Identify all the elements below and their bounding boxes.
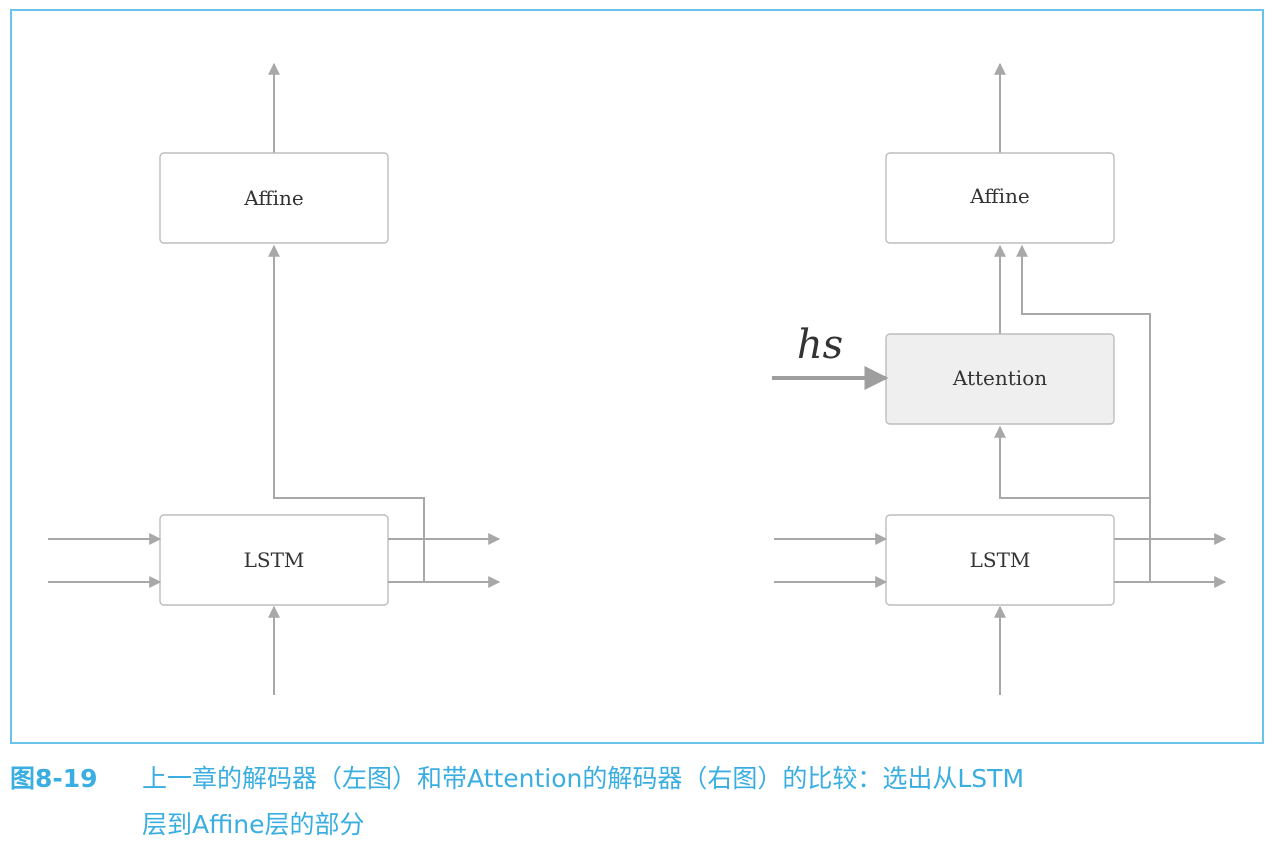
right-decoder: Affine Attention hs LSTM xyxy=(772,62,1227,695)
left-affine-label: Affine xyxy=(243,186,303,210)
left-lstm-box xyxy=(159,514,389,606)
caption-line-2: 层到Affine层的部分 xyxy=(142,810,365,839)
attention-label: Attention xyxy=(952,366,1047,390)
left-affine-box xyxy=(159,152,389,244)
right-affine-box xyxy=(885,152,1115,244)
right-lstm-label: LSTM xyxy=(970,548,1031,572)
right-lstm-box xyxy=(885,514,1115,606)
lstm-to-affine-arrow xyxy=(1016,244,1151,582)
lstm-to-attention-arrow xyxy=(994,425,1150,499)
left-decoder: Affine LSTM xyxy=(48,62,501,695)
right-affine-label: Affine xyxy=(969,184,1029,208)
caption-line-1: 上一章的解码器（左图）和带Attention的解码器（右图）的比较：选出从LST… xyxy=(142,764,1025,793)
left-lstm-label: LSTM xyxy=(244,548,305,572)
hs-label: hs xyxy=(797,322,843,368)
caption-number: 图8-19 xyxy=(10,764,98,793)
caption-text: 上一章的解码器（左图）和带Attention的解码器（右图）的比较：选出从LST… xyxy=(142,756,1272,848)
